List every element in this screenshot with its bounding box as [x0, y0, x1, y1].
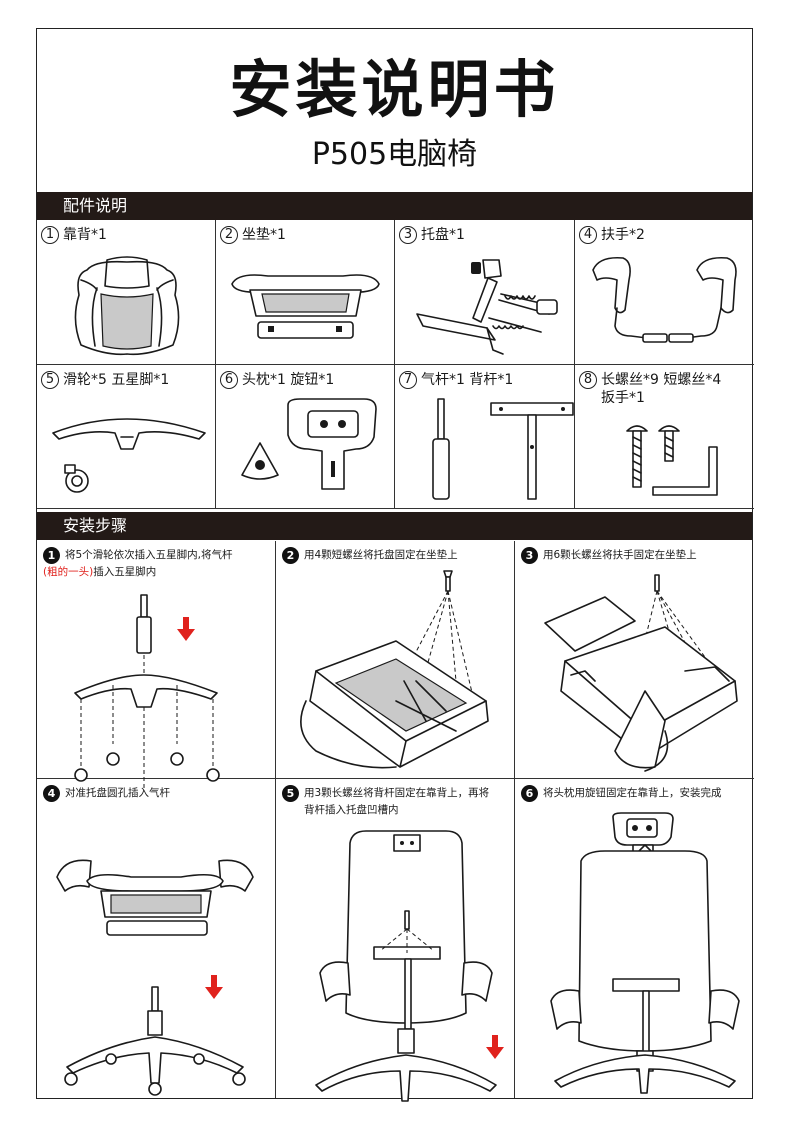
part-label: 托盘*1: [421, 227, 465, 243]
backrest-illustration: [74, 256, 180, 356]
step-number: 5: [282, 785, 299, 802]
step2-illustration: [300, 570, 489, 769]
base-illustration: [52, 418, 206, 493]
part-label: 坐垫*1: [242, 227, 286, 243]
step3-illustration: [544, 574, 738, 772]
step5-illustration: [315, 830, 504, 1102]
part-label: 气杆*1 背杆*1: [421, 372, 514, 388]
step-number: 6: [521, 785, 538, 802]
seat-illustration: [231, 274, 380, 339]
step-text: 将5个滑轮依次插入五星脚内,将气杆: [65, 549, 233, 561]
parts-section-heading: 配件说明: [37, 192, 752, 220]
title-block: 安装说明书 P505电脑椅: [37, 29, 752, 192]
page-title: 安装说明书: [229, 53, 560, 126]
step4-illustration: [56, 859, 254, 1096]
step-cell-2: 2 用4颗短螺丝将托盘固定在坐垫上: [276, 541, 515, 779]
step1-illustration: [74, 594, 220, 789]
tray-illustration: [416, 259, 558, 355]
gaslift-illustration: [432, 398, 574, 500]
step-highlight: (粗的一头): [43, 566, 94, 578]
step-cell-4: 4 对准托盘圆孔插入气杆: [37, 779, 276, 1098]
step-text: 将头枕用旋钮固定在靠背上，安装完成: [543, 787, 722, 799]
steps-section-heading: 安装步骤: [37, 512, 752, 540]
part-label: 长螺丝*9 短螺丝*4: [601, 372, 722, 388]
step-text: 用4颗短螺丝将托盘固定在坐垫上: [304, 549, 458, 561]
step-text: 对准托盘圆孔插入气杆: [65, 787, 170, 799]
part-label-line2: 扳手*1: [601, 390, 645, 406]
part-label: 扶手*2: [601, 227, 645, 243]
part-label: 头枕*1 旋钮*1: [242, 372, 335, 388]
step-cell-6: 6 将头枕用旋钮固定在靠背上，安装完成: [515, 779, 754, 1098]
steps-grid: 1 将5个滑轮依次插入五星脚内,将气杆 (粗的一头)插入五星脚内 2 用4颗短螺丝将…: [37, 541, 754, 1102]
step-cell-1: 1 将5个滑轮依次插入五星脚内,将气杆 (粗的一头)插入五星脚内: [37, 541, 276, 789]
part-label: 滑轮*5 五星脚*1: [63, 372, 170, 388]
step-text: 用6颗长螺丝将扶手固定在坐垫上: [543, 549, 697, 561]
step6-illustration: [550, 812, 740, 1094]
step-cell-5: 5 用3颗长螺丝将背杆固定在靠背上，再将 背杆插入托盘凹槽内: [276, 779, 515, 1102]
headrest-illustration: [241, 398, 377, 490]
step-number: 2: [282, 547, 299, 564]
step-number: 1: [43, 547, 60, 564]
part-label: 靠背*1: [63, 227, 107, 243]
screws-illustration: [626, 425, 718, 496]
step-text-2: 背杆插入托盘凹槽内: [304, 804, 399, 816]
armrest-illustration: [592, 256, 737, 343]
step-number: 4: [43, 785, 60, 802]
step-number: 3: [521, 547, 538, 564]
product-name: P505电脑椅: [311, 137, 478, 172]
step-cell-3: 3 用6颗长螺丝将扶手固定在坐垫上: [515, 541, 754, 779]
step-text: 用3颗长螺丝将背杆固定在靠背上，再将: [304, 787, 490, 799]
step-text-2: 插入五星脚内: [93, 566, 157, 578]
